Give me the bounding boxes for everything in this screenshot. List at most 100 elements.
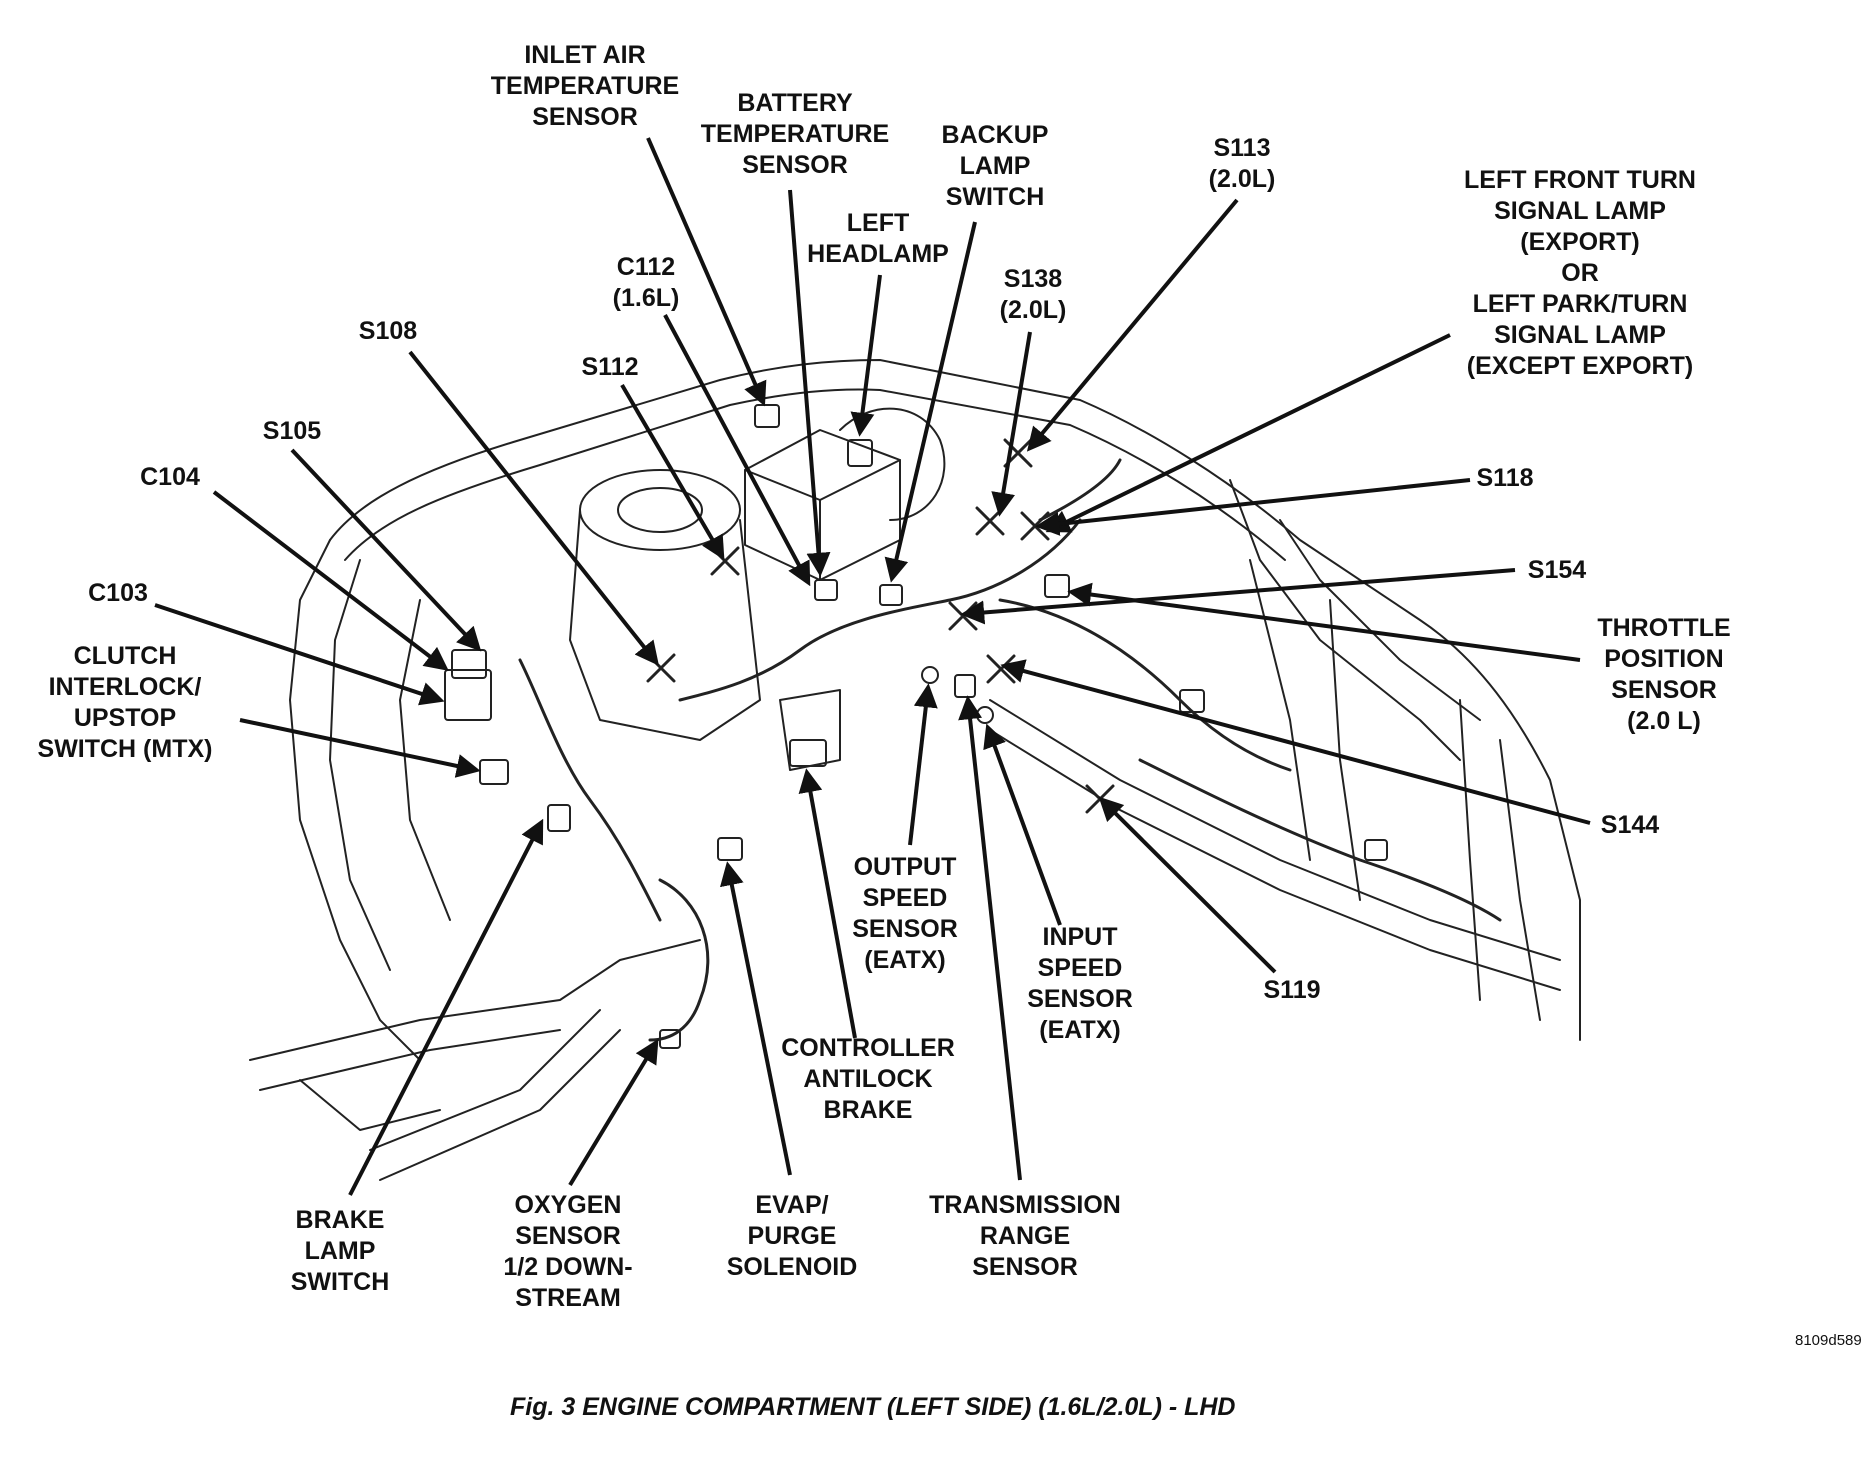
floor-rail-3 [369, 1009, 601, 1151]
leader-s112 [620, 383, 725, 561]
splice-s138 [975, 506, 1005, 536]
leader-s154 [960, 568, 1516, 625]
label-evap-purge-solenoid: EVAP/ PURGE SOLENOID [726, 1191, 858, 1281]
radiator-support-2 [1279, 519, 1481, 721]
leader-s108 [408, 350, 659, 666]
figure-caption: Fig. 3 ENGINE COMPARTMENT (LEFT SIDE) (1… [510, 1393, 1236, 1421]
label-left-front-turn-signal: LEFT FRONT TURN SIGNAL LAMP (EXPORT) OR … [1464, 166, 1696, 380]
label-brake-lamp-switch: BRAKE LAMP SWITCH [290, 1206, 390, 1296]
radiator-frame [1249, 559, 1311, 861]
label-input-speed-sensor: INPUT SPEED SENSOR (EATX) [1027, 923, 1133, 1044]
floor-rail [249, 939, 701, 1061]
label-backup-lamp-switch: BACKUP LAMP SWITCH [941, 121, 1049, 211]
floor-rail-4 [379, 1029, 621, 1181]
lower-crossmember [989, 699, 1561, 961]
figure-code: 8109d589 [1795, 1332, 1862, 1349]
leader-trs [958, 695, 1022, 1181]
label-oxygen-sensor: OXYGEN SENSOR 1/2 DOWN- STREAM [503, 1191, 633, 1312]
leader-s105 [290, 448, 482, 652]
connector-headlamp [847, 439, 873, 467]
connector-trs [954, 674, 976, 698]
leader-tps [1067, 582, 1581, 662]
connector-battery-temp [814, 579, 838, 601]
label-throttle-position-sensor: THROTTLE POSITION SENSOR (2.0 L) [1597, 614, 1731, 735]
label-s113: S113 (2.0L) [1208, 134, 1276, 193]
connector-c104 [451, 649, 487, 679]
leader-left-front-turn [1045, 333, 1451, 533]
harness-main [678, 518, 1082, 702]
connector-iat [754, 404, 780, 428]
radiator-support [1229, 479, 1461, 761]
leader-s144 [1000, 659, 1591, 825]
connector-clutch [479, 759, 509, 785]
connector-evap [717, 837, 743, 861]
inner-wall-2 [329, 559, 391, 971]
harness-front [1038, 458, 1122, 522]
radiator-frame-2 [1329, 599, 1361, 901]
leader-s119 [1098, 796, 1277, 974]
connector-input-speed [976, 706, 994, 724]
leader-evap [720, 861, 792, 1176]
harness-right [998, 598, 1292, 772]
label-s108: S108 [358, 317, 418, 345]
floor-panel [299, 1079, 441, 1131]
abs-block [779, 689, 841, 771]
fender-outline [329, 359, 1581, 1041]
leader-battery-temp [788, 189, 831, 577]
label-battery-temperature-sensor: BATTERY TEMPERATURE SENSOR [700, 89, 890, 179]
label-s105: S105 [262, 417, 322, 445]
label-output-speed-sensor: OUTPUT SPEED SENSOR (EATX) [852, 853, 958, 974]
floor-rail-2 [259, 1029, 561, 1091]
label-c103: C103 [88, 579, 148, 607]
leader-c103 [154, 603, 445, 706]
radiator-frame-3 [1459, 699, 1481, 1001]
connector-abs [789, 739, 827, 767]
leader-left-headlamp [850, 274, 882, 437]
headlamp-housing [839, 407, 946, 521]
strut-tower-inner [617, 487, 703, 533]
connector-oxygen [659, 1029, 681, 1049]
leader-inlet-air [646, 137, 767, 407]
radiator-frame-4 [1499, 739, 1541, 1021]
label-c104: C104 [140, 463, 200, 491]
harness-left [518, 658, 662, 922]
inner-wall [289, 539, 421, 1061]
label-c112: C112 (1.6L) [612, 253, 680, 312]
leader-c104 [212, 490, 449, 671]
lower-crossmember-2 [989, 729, 1561, 991]
label-inlet-air-temperature-sensor: INLET AIR TEMPERATURE SENSOR [490, 41, 680, 131]
strut-tower [579, 469, 741, 551]
connector-output-speed [921, 666, 939, 684]
connector-backup [879, 584, 903, 606]
leader-output-speed [908, 683, 938, 846]
connector-tps [1044, 574, 1070, 598]
leader-backup-lamp [884, 221, 977, 583]
connector-right-1 [1179, 689, 1205, 713]
leader-oxygen [568, 1038, 659, 1187]
label-left-headlamp: LEFT HEADLAMP [807, 209, 949, 268]
fender-inner-line [344, 388, 1286, 561]
inner-wall-3 [399, 599, 451, 921]
leader-s113 [1026, 198, 1239, 452]
label-s118: S118 [1476, 464, 1534, 492]
splice-s112 [710, 546, 740, 576]
connector-brake-lamp [547, 804, 571, 832]
label-s144: S144 [1600, 811, 1660, 839]
strut-body [569, 509, 761, 741]
splice-s154 [948, 601, 978, 631]
leader-s118 [1035, 478, 1471, 536]
label-clutch-interlock: CLUTCH INTERLOCK/ UPSTOP SWITCH (MTX) [37, 642, 213, 763]
leader-s138 [991, 331, 1032, 517]
label-s138: S138 (2.0L) [999, 265, 1067, 324]
label-s119: S119 [1263, 976, 1321, 1004]
leader-brake-lamp [348, 818, 544, 1196]
leader-input-speed [983, 723, 1062, 926]
label-s154: S154 [1527, 556, 1587, 584]
leader-controller-abs [798, 768, 857, 1039]
label-controller-antilock-brake: CONTROLLER ANTILOCK BRAKE [781, 1034, 955, 1124]
leader-clutch [239, 718, 481, 778]
harness-crossrun [1138, 758, 1502, 922]
battery-box-top [744, 459, 901, 501]
